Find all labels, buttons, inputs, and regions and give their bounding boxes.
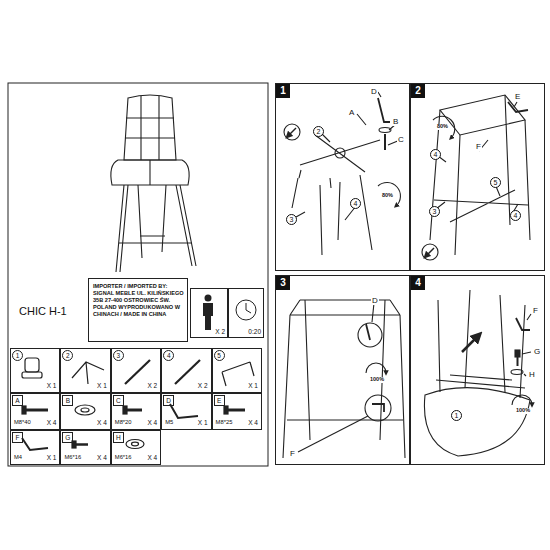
- importer-text: IMPORTER / IMPORTED BY: SIGNAL MEBLE UL.…: [93, 283, 185, 318]
- quantity: X 1: [198, 420, 208, 427]
- quantity: X 4: [147, 420, 157, 427]
- quantity: X 4: [47, 420, 57, 427]
- part-cell: 1 X 1: [10, 348, 60, 393]
- step1-figure: [284, 92, 400, 255]
- quantity: X 4: [97, 420, 107, 427]
- person-icon: [203, 295, 213, 331]
- step-panel: 3: [275, 275, 410, 465]
- size: M6*16: [115, 455, 132, 461]
- product-name: CHIC H-1: [18, 306, 68, 317]
- torque-percent: 80%: [381, 193, 394, 199]
- callout-letter: A: [348, 109, 355, 117]
- quantity: X 4: [97, 455, 107, 462]
- part-cell: B X 4: [60, 393, 110, 430]
- callout-letter: E: [514, 93, 521, 101]
- part-number: 3: [113, 350, 124, 361]
- icon-caption: 0:20: [248, 329, 261, 336]
- size: M4: [14, 455, 22, 461]
- quantity: X 4: [147, 455, 157, 462]
- callout-number: 4: [350, 198, 361, 209]
- size: M8*25: [216, 420, 233, 426]
- size: M5: [165, 420, 173, 426]
- callout-letter: H: [528, 371, 536, 379]
- part-number: C: [113, 395, 124, 406]
- torque-percent: 80%: [436, 124, 449, 130]
- part-number: B: [62, 395, 73, 406]
- size: M6*16: [64, 455, 81, 461]
- quantity: X 4: [248, 420, 258, 427]
- part-cell: 3 X 2: [111, 348, 161, 393]
- part-number: G: [62, 432, 73, 443]
- callout-letter: G: [533, 348, 541, 356]
- part-number: D: [163, 395, 174, 406]
- callout-letter: C: [397, 136, 405, 144]
- callout-number: 2: [313, 126, 324, 137]
- step-number: 1: [276, 84, 290, 98]
- quantity: X 1: [47, 455, 57, 462]
- icon-box: 0:20: [228, 288, 264, 338]
- torque-percent: 100%: [369, 377, 385, 383]
- callout-letter: F: [475, 143, 482, 151]
- quantity: X 2: [198, 383, 208, 390]
- step-panel: 1: [275, 83, 410, 271]
- part-number: 2: [62, 350, 73, 361]
- part-cell: C M8*20 X 4: [111, 393, 161, 430]
- part-number: 1: [12, 350, 23, 361]
- callout-letter: F: [289, 450, 296, 458]
- part-cell: E M8*25 X 4: [212, 393, 262, 430]
- part-number: H: [113, 432, 124, 443]
- part-cell: G M6*16 X 4: [60, 430, 110, 465]
- part-cell: F M4 X 1: [10, 430, 60, 465]
- step2-figure: [422, 95, 530, 260]
- quantity: X 1: [47, 383, 57, 390]
- step3-figure: [283, 300, 405, 458]
- callout-letter: D: [371, 297, 379, 305]
- part-cell: 4 X 2: [161, 348, 211, 393]
- callout-letter: B: [392, 118, 399, 126]
- callout-number: 5: [490, 177, 501, 188]
- callout-number: 1: [451, 410, 462, 421]
- clock-icon: [236, 300, 256, 320]
- part-number: E: [214, 395, 225, 406]
- size: M8*40: [14, 420, 31, 426]
- step-number: 4: [411, 276, 425, 290]
- part-number: 4: [163, 350, 174, 361]
- callout-letter: D: [370, 88, 378, 96]
- icon-box: X 2: [190, 288, 228, 338]
- step-number: 2: [411, 84, 425, 98]
- callout-number: 3: [429, 206, 440, 217]
- callout-letter: F: [532, 307, 539, 315]
- part-cell: 5 X 1: [212, 348, 262, 393]
- quantity: X 1: [97, 383, 107, 390]
- part-number: 5: [214, 350, 225, 361]
- part-cell: 2 X 1: [60, 348, 110, 393]
- part-number: A: [12, 395, 23, 406]
- step4-figure: [424, 290, 532, 456]
- part-icons: [22, 358, 254, 450]
- step-number: 3: [276, 276, 290, 290]
- quantity: X 1: [248, 383, 258, 390]
- torque-percent: 100%: [515, 408, 531, 414]
- part-cell: H M6*16 X 4: [111, 430, 161, 465]
- icon-caption: X 2: [215, 329, 225, 336]
- step-panel: 4: [410, 275, 545, 465]
- importer-box: IMPORTER / IMPORTED BY: SIGNAL MEBLE UL.…: [88, 278, 188, 342]
- step-panel: 2: [410, 83, 545, 271]
- sheet-frame: [8, 83, 268, 466]
- part-cell: A M8*40 X 4: [10, 393, 60, 430]
- size: M8*20: [115, 420, 132, 426]
- chair-figure: [111, 95, 196, 272]
- callout-number: 4: [510, 210, 521, 221]
- callout-number: 3: [286, 214, 297, 225]
- callout-number: 4: [430, 149, 441, 160]
- part-number: F: [12, 432, 23, 443]
- quantity: X 2: [147, 383, 157, 390]
- part-cell: D M5 X 1: [161, 393, 211, 430]
